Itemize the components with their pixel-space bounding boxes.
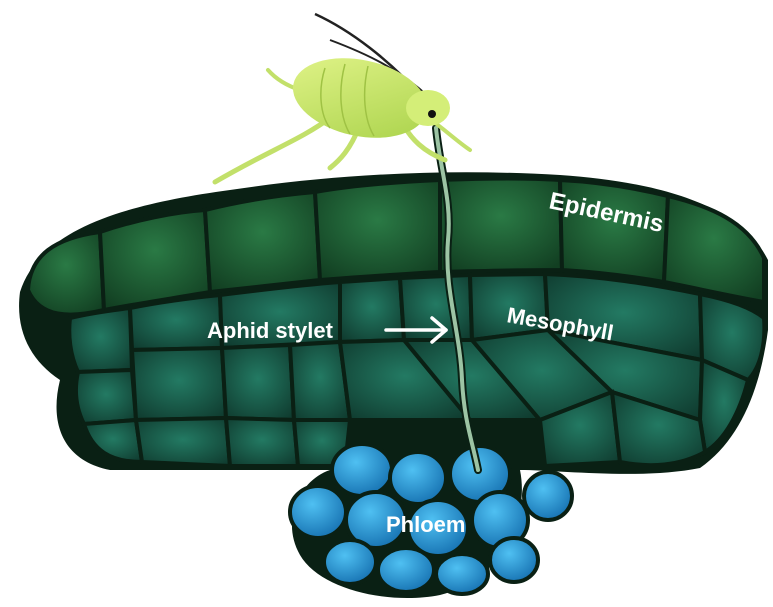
phloem-cell (324, 540, 376, 584)
mesophyll-cell (340, 278, 404, 342)
label-phloem: Phloem (386, 512, 465, 537)
mesophyll-cell (132, 348, 226, 420)
epidermis-cell (100, 210, 210, 310)
aphid (215, 14, 470, 182)
phloem-cell (490, 538, 538, 582)
phloem-cell (332, 444, 392, 496)
mesophyll-cell (226, 418, 298, 466)
phloem-cell (390, 452, 446, 504)
phloem-cell (436, 554, 488, 594)
epidermis-cell (205, 192, 320, 292)
aphid-head (406, 90, 450, 126)
aphid-leg (215, 118, 330, 182)
epidermis-cell (664, 196, 764, 302)
epidermis-cell (440, 179, 562, 273)
epidermis-cell (28, 232, 104, 315)
aphid-eye (428, 110, 436, 118)
phloem-cell (290, 486, 346, 538)
mesophyll-cell (222, 345, 294, 420)
mesophyll-cell (76, 370, 136, 424)
epidermis-cell (315, 180, 440, 280)
phloem-cell (524, 472, 572, 520)
mesophyll-cell (69, 308, 132, 372)
phloem-cell (378, 548, 434, 592)
label-aphid-stylet: Aphid stylet (207, 318, 334, 343)
mesophyll-cell (136, 418, 230, 466)
